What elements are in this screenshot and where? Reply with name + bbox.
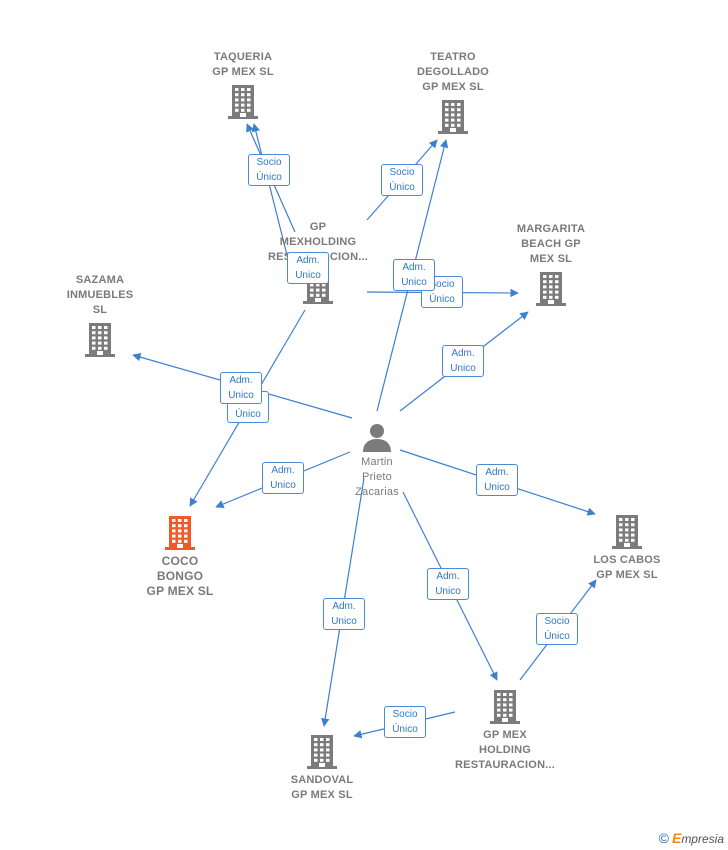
node-label: TEATRO DEGOLLADO GP MEX SL — [416, 51, 490, 93]
edge-role-badge[interactable]: Socio Único — [536, 613, 578, 645]
edge-role-badge[interactable]: Adm. Unico — [427, 568, 469, 600]
edge-role-badge[interactable]: Adm. Unico — [220, 372, 262, 404]
node-coco[interactable]: COCO BONGO GP MEX SL — [115, 515, 245, 599]
edge-role-badge[interactable]: Socio Único — [248, 154, 290, 186]
person-icon — [363, 424, 391, 452]
edge-role-badge[interactable]: Adm. Unico — [393, 259, 435, 291]
edge-role-badge[interactable]: Adm. Unico — [476, 464, 518, 496]
node-gpmexholding2[interactable]: GP MEX HOLDING RESTAURACION... — [440, 689, 570, 773]
edge-role-badge[interactable]: Adm. Unico — [262, 462, 304, 494]
node-martin[interactable]: Martin Prieto Zacarias — [312, 422, 442, 500]
empresia-footer[interactable]: © Empresia — [659, 830, 724, 846]
edge-role-badge[interactable]: Adm. Unico — [442, 345, 484, 377]
building-icon — [536, 272, 566, 306]
building-icon — [438, 100, 468, 134]
edge-martin-to-taqueria — [251, 123, 288, 256]
node-label: SANDOVAL GP MEX SL — [290, 774, 354, 801]
node-label: Martin Prieto Zacarias — [355, 456, 399, 498]
node-sandoval[interactable]: SANDOVAL GP MEX SL — [257, 734, 387, 803]
node-label: MARGARITA BEACH GP MEX SL — [516, 223, 586, 265]
node-label: COCO BONGO GP MEX SL — [146, 554, 214, 598]
building-icon — [307, 735, 337, 769]
node-taqueria[interactable]: TAQUERIA GP MEX SL — [178, 50, 308, 120]
edge-role-badge[interactable]: Socio Único — [384, 706, 426, 738]
node-label: LOS CABOS GP MEX SL — [593, 554, 661, 581]
node-sazama[interactable]: SAZAMA INMUEBLES SL — [35, 273, 165, 358]
empresia-logo: Empresia — [671, 830, 724, 846]
node-label: TAQUERIA GP MEX SL — [212, 51, 274, 78]
copyright-icon: © — [658, 830, 669, 846]
building-icon — [85, 323, 115, 357]
node-label: GP MEX HOLDING RESTAURACION... — [455, 729, 555, 771]
node-loscabos[interactable]: LOS CABOS GP MEX SL — [562, 514, 692, 583]
building-icon — [228, 85, 258, 119]
node-margarita[interactable]: MARGARITA BEACH GP MEX SL — [486, 222, 616, 307]
edge-role-badge[interactable]: Adm. Unico — [323, 598, 365, 630]
node-teatro[interactable]: TEATRO DEGOLLADO GP MEX SL — [388, 50, 518, 135]
building-icon — [612, 515, 642, 549]
building-icon — [490, 690, 520, 724]
edge-role-badge[interactable]: Socio Único — [381, 164, 423, 196]
edge-role-badge[interactable]: Adm. Unico — [287, 252, 329, 284]
node-label: SAZAMA INMUEBLES SL — [66, 274, 134, 316]
building-icon — [165, 516, 195, 550]
